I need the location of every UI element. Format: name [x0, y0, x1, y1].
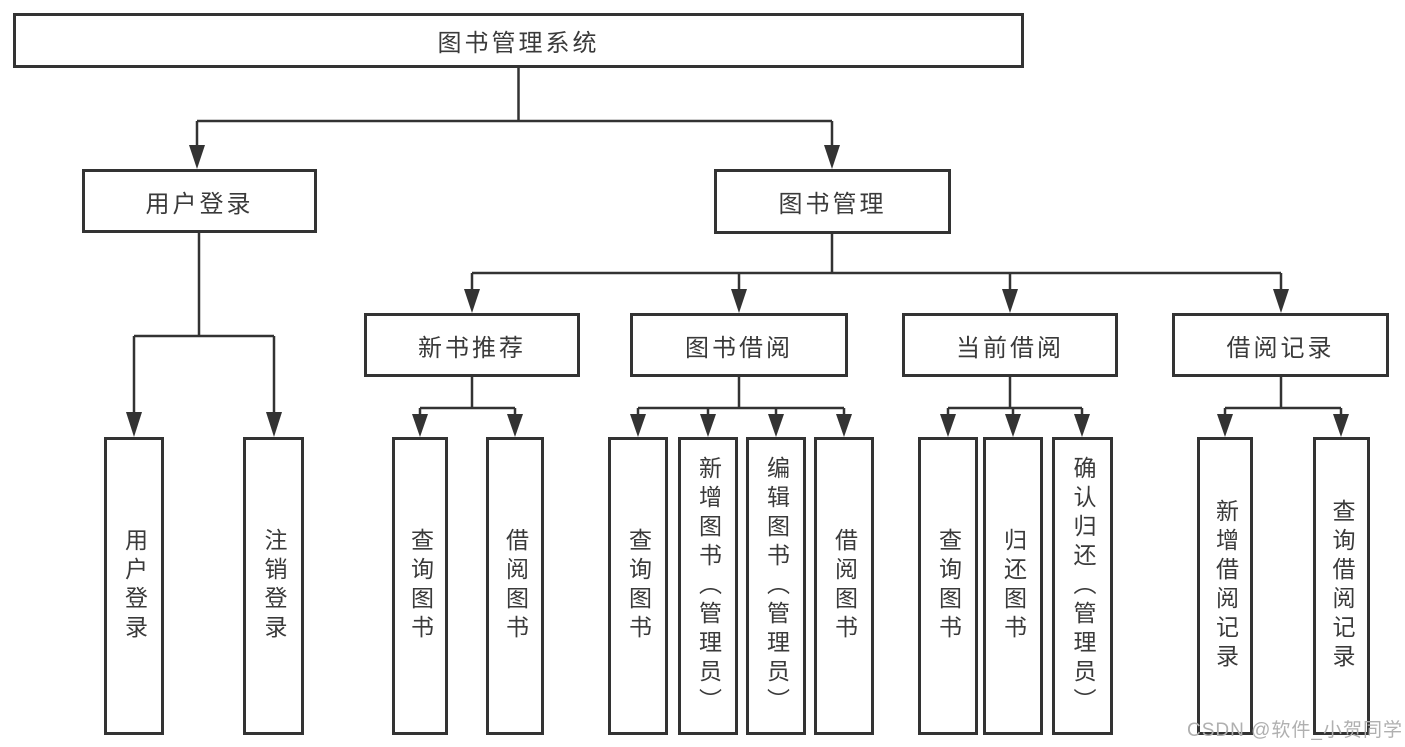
node-current-borrowing: 当前借阅: [902, 313, 1118, 377]
connector-book-management-to-level3: [464, 233, 1289, 313]
node-book-management: 图书管理: [714, 169, 951, 234]
node-label: 借阅记录: [1226, 334, 1335, 362]
node-book-borrowing: 图书借阅: [630, 313, 848, 377]
node-user-login: 用户登录: [82, 169, 317, 233]
leaf-query-books-current: 查询图书: [918, 437, 978, 735]
node-label: 图书借阅: [685, 334, 793, 362]
connector-user-login-children: [126, 232, 282, 437]
connector-new-book-children: [412, 376, 523, 437]
node-label: 当前借阅: [956, 334, 1064, 362]
node-label: 注销登录: [261, 528, 287, 644]
node-label: 确认归还（管理员）: [1070, 455, 1096, 717]
node-label: 查询借阅记录: [1329, 499, 1355, 673]
leaf-confirm-return-admin: 确认归还（管理员）: [1052, 437, 1113, 735]
leaf-logout: 注销登录: [243, 437, 304, 735]
node-label: 新增借阅记录: [1212, 499, 1239, 673]
node-label: 图书管理: [778, 191, 887, 218]
leaf-borrow-books-borrowing: 借阅图书: [814, 437, 874, 735]
node-label: 借阅图书: [502, 528, 529, 644]
leaf-user-login: 用户登录: [104, 437, 164, 735]
node-borrowing-records: 借阅记录: [1172, 313, 1389, 377]
connector-root-to-level2: [189, 66, 840, 169]
node-label: 新增图书（管理员）: [695, 455, 722, 717]
leaf-add-books-admin: 新增图书（管理员）: [678, 437, 738, 735]
watermark: CSDN @软件_小贺同学: [1187, 720, 1403, 741]
leaf-add-borrow-record: 新增借阅记录: [1197, 437, 1253, 735]
node-label: 查询图书: [935, 528, 962, 644]
leaf-query-books-recommend: 查询图书: [392, 437, 448, 735]
node-library-management-system: 图书管理系统: [13, 13, 1024, 68]
node-label: 借阅图书: [831, 528, 858, 644]
node-label: 编辑图书（管理员）: [763, 455, 790, 717]
connector-current-borrowing-children: [940, 376, 1090, 437]
node-label: 新书推荐: [418, 334, 526, 362]
leaf-borrow-books-recommend: 借阅图书: [486, 437, 544, 735]
leaf-query-books-borrowing: 查询图书: [608, 437, 668, 735]
leaf-query-borrow-record: 查询借阅记录: [1313, 437, 1370, 735]
node-label: 归还图书: [1000, 528, 1027, 644]
leaf-return-books: 归还图书: [983, 437, 1043, 735]
connector-borrowing-records-children: [1217, 376, 1349, 437]
connector-book-borrowing-children: [630, 376, 852, 437]
node-label: 查询图书: [407, 528, 434, 644]
node-label: 图书管理系统: [437, 30, 600, 57]
node-label: 用户登录: [121, 528, 148, 644]
node-label: 查询图书: [625, 528, 652, 644]
node-label: 用户登录: [145, 190, 254, 218]
node-new-book-recommendation: 新书推荐: [364, 313, 580, 377]
leaf-edit-books-admin: 编辑图书（管理员）: [746, 437, 806, 735]
